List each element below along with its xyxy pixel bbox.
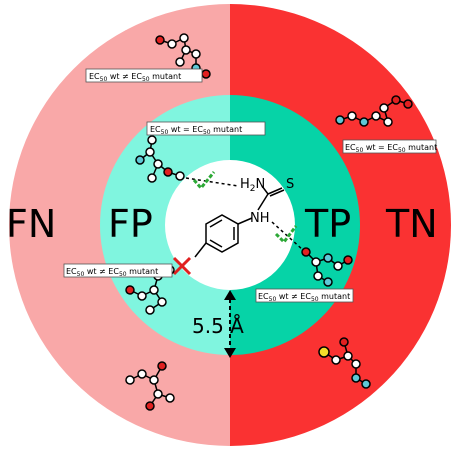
ec50-box: EC50 wt ≠ EC50 mutant — [85, 68, 203, 83]
tn-label: TN — [385, 202, 438, 246]
svg-text:EC50 wt ≠ EC50 mutant: EC50 wt ≠ EC50 mutant — [89, 72, 181, 83]
ligand-molecule — [194, 185, 285, 258]
ec50-box: EC50 wt ≠ EC50 mutant — [63, 263, 173, 278]
ec50-box: EC50 wt ≠ EC50 mutant — [255, 288, 354, 303]
ligand-core — [165, 160, 295, 290]
ec50-box: EC50 wt = EC50 mutant — [146, 121, 266, 136]
fp-label: FP — [108, 202, 153, 246]
check-icon — [274, 225, 298, 245]
check-icon — [192, 171, 216, 191]
ec50-box: EC50 wt = EC50 mutant — [342, 139, 437, 154]
hbond-left — [185, 177, 239, 187]
fragment-fp-top — [135, 135, 185, 183]
nh-atom: NH — [250, 211, 270, 226]
fragment-tp-bottom — [301, 247, 353, 287]
tp-label: TP — [304, 202, 351, 246]
distance-label: 5.5 Å — [192, 314, 244, 338]
fn-label: FN — [6, 202, 56, 246]
fragment-tn-bottom — [318, 337, 371, 389]
svg-text:EC50 wt ≠ EC50 mutant: EC50 wt ≠ EC50 mutant — [66, 267, 158, 278]
fragment-fn-bottom — [125, 361, 175, 411]
svg-text:EC50 wt = EC50 mutant: EC50 wt = EC50 mutant — [150, 125, 242, 136]
svg-text:EC50 wt = EC50 mutant: EC50 wt = EC50 mutant — [345, 143, 437, 154]
amine-atom: H2N — [240, 177, 265, 194]
distance-indicator — [224, 290, 236, 358]
cross-icon — [172, 256, 192, 276]
svg-text:EC50 wt ≠ EC50 mutant: EC50 wt ≠ EC50 mutant — [258, 292, 350, 303]
sulfur-atom: S — [286, 177, 294, 192]
fragment-tn-top — [335, 95, 413, 127]
